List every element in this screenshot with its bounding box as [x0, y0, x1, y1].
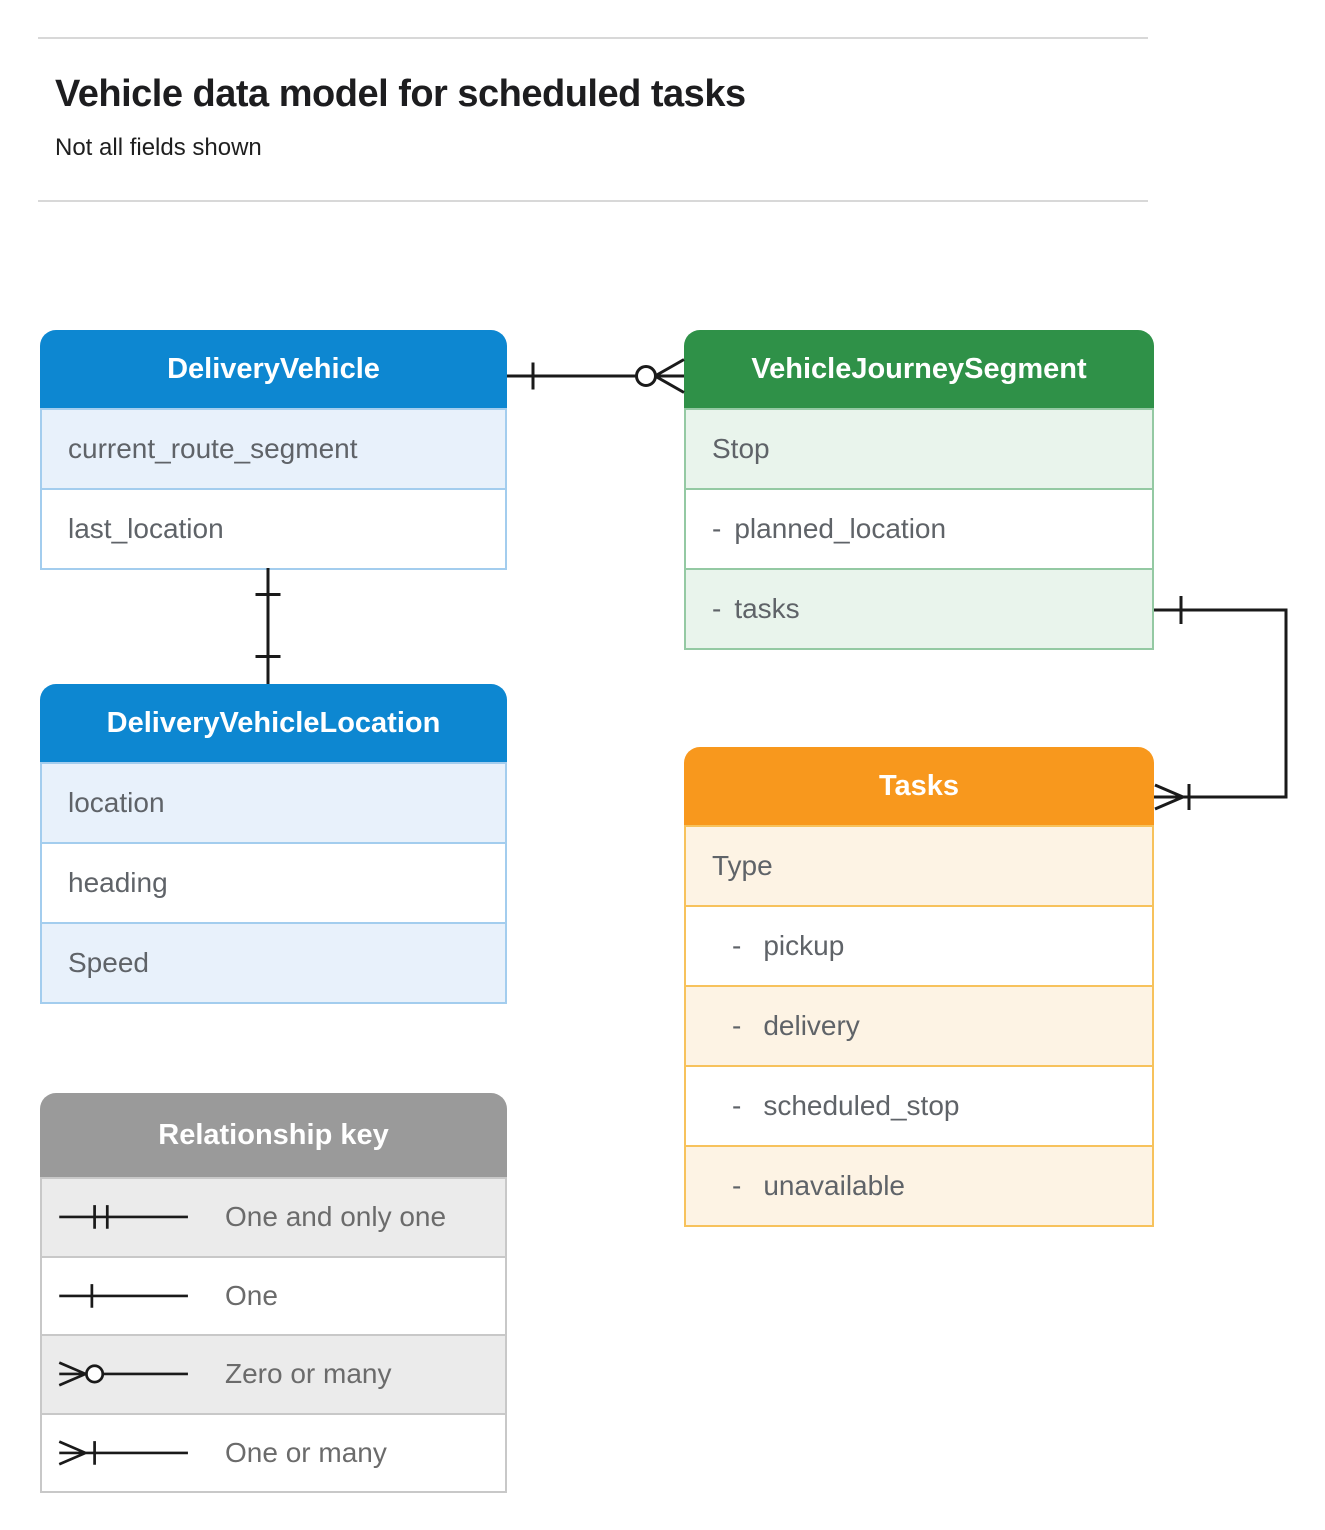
key-row: One	[42, 1255, 505, 1334]
row-label: pickup	[763, 930, 845, 961]
entity-delivery-vehicle: DeliveryVehicle current_route_segment la…	[40, 330, 507, 570]
key-label: One or many	[225, 1436, 387, 1468]
key-label: One	[225, 1279, 278, 1311]
row-label: unavailable	[763, 1170, 905, 1201]
entity-tasks: Tasks Type -pickup -delivery -scheduled_…	[684, 747, 1154, 1227]
row-label: tasks	[734, 593, 800, 624]
relationship-key-title: Relationship key	[40, 1093, 507, 1177]
row-bullet: -	[732, 930, 742, 961]
entity-body: Type -pickup -delivery -scheduled_stop -…	[684, 825, 1154, 1227]
entity-title-delivery-vehicle-location: DeliveryVehicleLocation	[40, 684, 507, 762]
page-subtitle: Not all fields shown	[55, 134, 262, 161]
entity-body: location heading Speed	[40, 762, 507, 1004]
entity-title-delivery-vehicle: DeliveryVehicle	[40, 330, 507, 408]
relationship-key: Relationship key One and only one One	[40, 1093, 507, 1493]
row-label: scheduled_stop	[763, 1090, 960, 1121]
row-label: current_route_segment	[68, 433, 358, 464]
field-row: Stop	[686, 408, 1152, 488]
entity-title-tasks: Tasks	[684, 747, 1154, 825]
row-label: last_location	[68, 513, 224, 544]
row-bullet: -	[732, 1170, 742, 1201]
field-row: heading	[42, 842, 505, 922]
field-row: -scheduled_stop	[686, 1065, 1152, 1145]
row-bullet: -	[712, 593, 722, 624]
one-or-many-icon	[52, 1433, 197, 1473]
entity-body: Stop -planned_location -tasks	[684, 408, 1154, 650]
one-icon	[52, 1276, 197, 1316]
field-row: last_location	[42, 488, 505, 568]
row-bullet: -	[712, 513, 722, 544]
key-label: One and only one	[225, 1201, 447, 1233]
connector-deliveryvehicle-deliveryvehiclelocation	[255, 568, 281, 684]
row-label: delivery	[763, 1010, 860, 1041]
key-row: One or many	[42, 1412, 505, 1491]
entity-body: current_route_segment last_location	[40, 408, 507, 570]
zero-or-many-icon	[52, 1354, 197, 1394]
key-label: Zero or many	[225, 1358, 392, 1390]
row-label: planned_location	[734, 513, 947, 544]
row-label: Speed	[68, 947, 149, 978]
field-row: -unavailable	[686, 1145, 1152, 1225]
entity-title-vehicle-journey-segment: VehicleJourneySegment	[684, 330, 1154, 408]
row-label: heading	[68, 867, 168, 898]
row-bullet: -	[732, 1010, 742, 1041]
row-bullet: -	[732, 1090, 742, 1121]
one-and-only-one-icon	[52, 1197, 197, 1237]
entity-delivery-vehicle-location: DeliveryVehicleLocation location heading…	[40, 684, 507, 1004]
field-row: -planned_location	[686, 488, 1152, 568]
connector-deliveryvehicle-vehiclejourneysegment	[507, 358, 685, 394]
field-row: -tasks	[686, 568, 1152, 648]
top-divider	[38, 37, 1148, 39]
field-row: -pickup	[686, 905, 1152, 985]
page-title: Vehicle data model for scheduled tasks	[55, 73, 746, 115]
key-row: One and only one	[42, 1177, 505, 1256]
field-row: -delivery	[686, 985, 1152, 1065]
field-row: location	[42, 762, 505, 842]
row-label: Type	[712, 850, 773, 881]
row-label: location	[68, 787, 165, 818]
header-divider	[38, 200, 1148, 202]
field-row: current_route_segment	[42, 408, 505, 488]
relationship-key-body: One and only one One Zero or many	[40, 1177, 507, 1493]
key-row: Zero or many	[42, 1334, 505, 1413]
field-row: Type	[686, 825, 1152, 905]
connector-vehiclejourneysegment-tasks	[1154, 596, 1288, 811]
entity-vehicle-journey-segment: VehicleJourneySegment Stop -planned_loca…	[684, 330, 1154, 650]
field-row: Speed	[42, 922, 505, 1002]
row-label: Stop	[712, 433, 770, 464]
